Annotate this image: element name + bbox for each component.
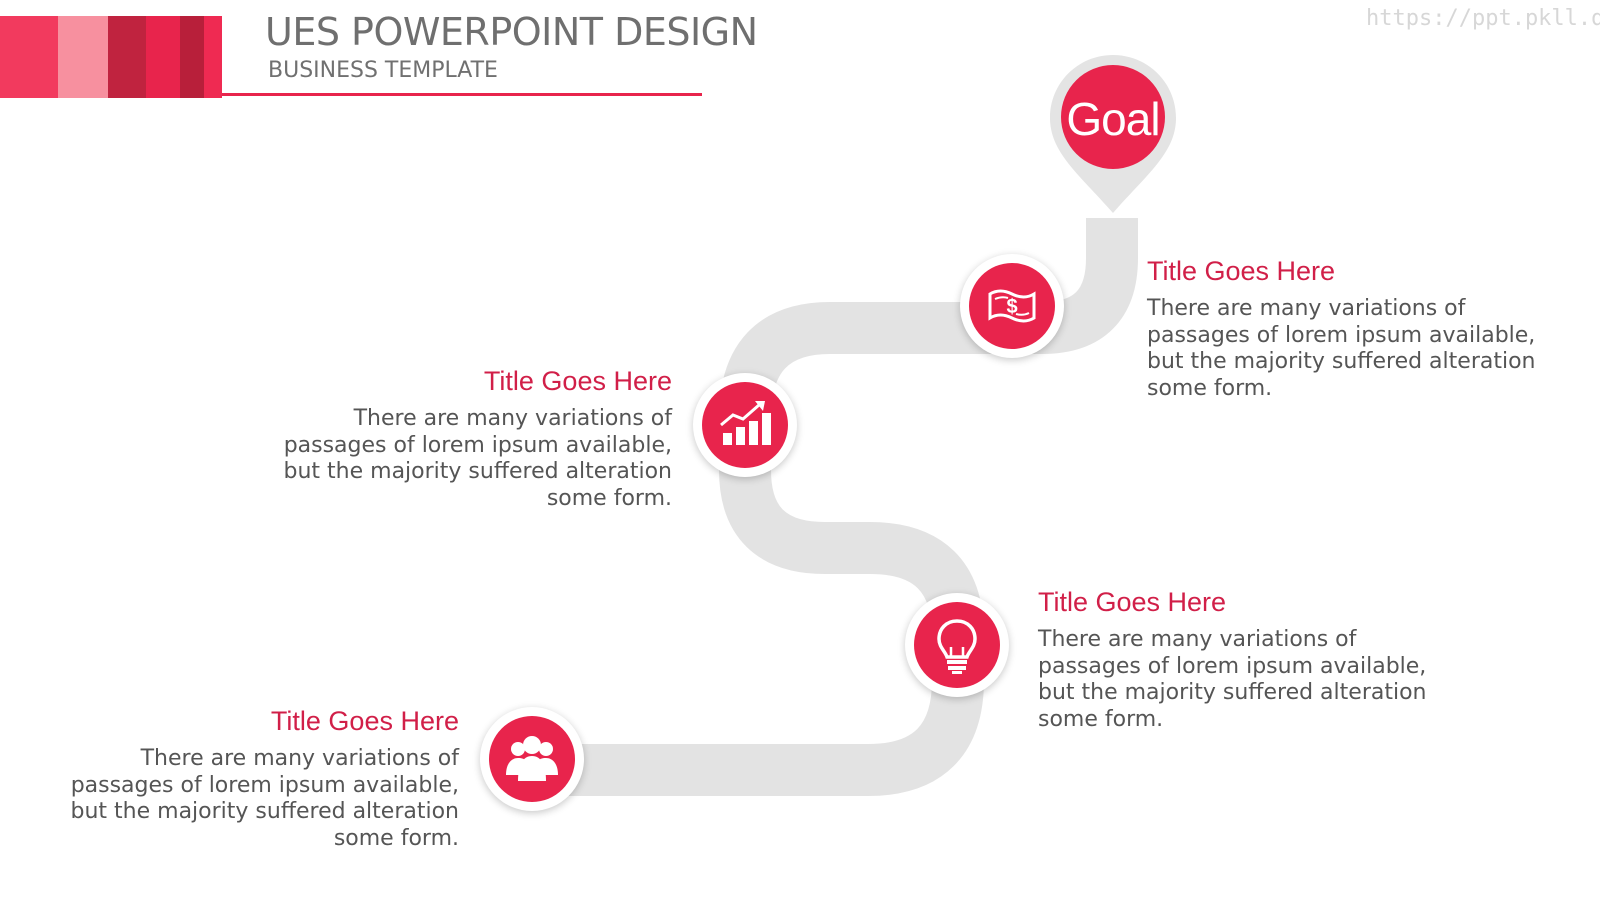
step-2-title: Title Goes Here <box>483 366 672 396</box>
page-subtitle: BUSINESS TEMPLATE <box>268 58 498 83</box>
step-2-text: There are many variations of passages of… <box>283 406 672 511</box>
step-3-text: There are many variations of passages of… <box>1038 627 1427 732</box>
money-icon: $ <box>988 289 1036 323</box>
header-underline <box>222 93 702 96</box>
header-color-stripes <box>0 16 222 98</box>
step-1-title: Title Goes Here <box>1147 256 1336 286</box>
lightbulb-icon <box>937 619 977 674</box>
team-icon <box>506 736 558 781</box>
page-title: UES POWERPOINT DESIGN <box>265 10 758 54</box>
svg-text:$: $ <box>1006 296 1017 318</box>
watermark-url: https://ppt.pkll.de <box>1366 6 1600 31</box>
step-node-chart <box>693 373 797 477</box>
step-node-team <box>480 707 584 811</box>
chart-growth-icon <box>720 401 771 445</box>
goal-label: Goal <box>1066 93 1160 145</box>
step-1-text: There are many variations of passages of… <box>1147 296 1536 401</box>
step-node-money: $ <box>960 254 1064 358</box>
goal-pin-icon <box>1050 55 1176 213</box>
step-4-title: Title Goes Here <box>270 706 459 736</box>
step-node-lightbulb <box>905 593 1009 697</box>
step-4-text: There are many variations of passages of… <box>70 746 459 851</box>
step-3-title: Title Goes Here <box>1038 587 1227 617</box>
